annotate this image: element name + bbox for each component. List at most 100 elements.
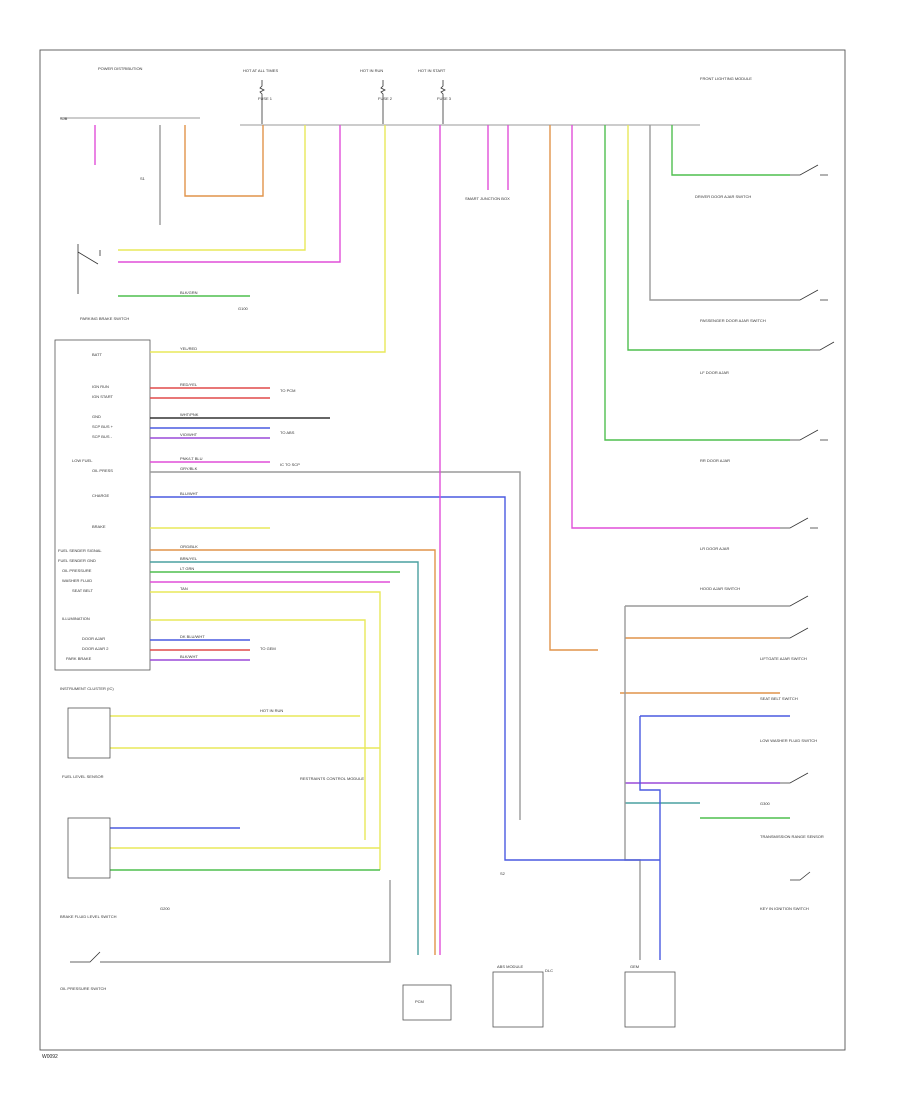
instrument-cluster-box: INSTRUMENT CLUSTER (IC) bbox=[54, 339, 151, 691]
ic-pin-label: SCP BUS + bbox=[92, 424, 114, 429]
ic-pin-label: CHARGE bbox=[92, 493, 109, 498]
right-switches: DRIVER DOOR AJAR SWITCH PASSENGER DOOR A… bbox=[695, 164, 835, 911]
ic-pin-label: FUEL SENDER SIGNAL bbox=[58, 548, 102, 553]
low-washer-label: LOW WASHER FLUID SWITCH bbox=[760, 738, 817, 743]
ground-g1: G100 bbox=[238, 306, 249, 311]
liftgate-ajar-label: LIFTGATE AJAR SWITCH bbox=[760, 656, 807, 661]
splice-s1: S1 bbox=[140, 176, 146, 181]
ic-pin-label: SCP BUS - bbox=[92, 434, 113, 439]
wire-ic-orange bbox=[150, 549, 436, 955]
airbag-label: RESTRAINTS CONTROL MODULE bbox=[300, 776, 364, 781]
fuse-2-label: FUSE 2 bbox=[378, 96, 393, 101]
notes: S1 S2 G100 G200 G300 TO PCM TO ABS TO GE… bbox=[60, 116, 771, 973]
to-gem-note: TO GEM bbox=[260, 646, 276, 651]
oil-pressure-switch: OIL PRESSURE SWITCH bbox=[60, 951, 110, 991]
ic-pin-labels: BATT IGN RUN IGN START GND SCP BUS + SCP… bbox=[58, 352, 114, 661]
wire-code: LT GRN bbox=[180, 566, 194, 571]
hood-ajar-label: HOOD AJAR SWITCH bbox=[700, 586, 740, 591]
footer-ref: W0092 bbox=[42, 1054, 58, 1060]
key-in-ign-label: KEY IN IGNITION SWITCH bbox=[760, 906, 809, 911]
wire-code: YEL/RED bbox=[180, 346, 197, 351]
ic-pin-label: PARK BRAKE bbox=[66, 656, 92, 661]
fuse-1-label: FUSE 1 bbox=[258, 96, 273, 101]
brake-fluid-module: BRAKE FLUID LEVEL SWITCH bbox=[60, 817, 117, 919]
top-fuse-area: POWER DISTRIBUTION HOT AT ALL TIMES HOT … bbox=[60, 66, 752, 126]
wire-lgreen-r bbox=[604, 125, 790, 441]
wire-ic-yellow2 bbox=[150, 591, 381, 870]
wire-code: VIO/WHT bbox=[180, 432, 198, 437]
hot-in-start-label: HOT IN START bbox=[418, 68, 446, 73]
dlc-label: DLC bbox=[545, 968, 553, 973]
wire-code: DK BLU/WHT bbox=[180, 634, 205, 639]
trans-range-label: TRANSMISSION RANGE SENSOR bbox=[760, 834, 824, 839]
ic-pin-label: OIL PRESSURE bbox=[62, 568, 92, 573]
ic-pin-label: FUEL SENDER GND bbox=[58, 558, 96, 563]
wire-code: TAN bbox=[180, 586, 188, 591]
wire-ic-yellow3 bbox=[150, 619, 366, 840]
wire-pink-r bbox=[571, 125, 780, 529]
wire-code: PNK/LT BLU bbox=[180, 456, 203, 461]
wire-orange-r bbox=[549, 125, 598, 651]
wire-code: BLK/GRN bbox=[180, 290, 198, 295]
fuse-3-label: FUSE 3 bbox=[437, 96, 452, 101]
wire-code: GRY/BLK bbox=[180, 466, 198, 471]
wire-code: BLU/WHT bbox=[180, 491, 199, 496]
ic-pin-label: DOOR AJAR bbox=[82, 636, 105, 641]
abs-module: ABS MODULE bbox=[492, 964, 544, 1028]
parking-brake-switch: PARKING BRAKE SWITCH bbox=[77, 244, 129, 321]
hot-at-all-times-label: HOT AT ALL TIMES bbox=[243, 68, 278, 73]
seat-belt-label: SEAT BELT SWITCH bbox=[760, 696, 798, 701]
ic-pin-label: IGN START bbox=[92, 394, 114, 399]
wires bbox=[94, 125, 810, 963]
ic-pin-label: IGN RUN bbox=[92, 384, 109, 389]
wire-code: ORG/BLK bbox=[180, 544, 198, 549]
gem-label: GEM bbox=[630, 964, 639, 969]
hot-in-run-note: HOT IN RUN bbox=[260, 708, 283, 713]
to-abs-note: TO ABS bbox=[280, 430, 295, 435]
pcm-module: PCM bbox=[402, 984, 452, 1021]
ic-pin-label: BRAKE bbox=[92, 524, 106, 529]
sjb-upper-label: SJB bbox=[60, 116, 68, 121]
fuel-sensor-label: FUEL LEVEL SENSOR bbox=[62, 774, 104, 779]
wire-code-labels: YEL/RED RED/YEL BLK/GRN PNK/LT BLU WHT/P… bbox=[180, 290, 205, 659]
wire-magenta-park bbox=[118, 125, 341, 263]
front-lighting-module-label: FRONT LIGHTING MODULE bbox=[700, 76, 752, 81]
hot-in-run-label-1: HOT IN RUN bbox=[360, 68, 383, 73]
wire-yellow-park bbox=[118, 125, 306, 251]
sjb-label: SMART JUNCTION BOX bbox=[465, 196, 510, 201]
wire-ic-blue-long bbox=[150, 496, 506, 820]
ic-pin-label: GND bbox=[92, 414, 101, 419]
wire-yellow-batt bbox=[150, 125, 386, 353]
ic-pin-label: LOW FUEL bbox=[72, 458, 93, 463]
ic-pin-label: DOOR AJAR 2 bbox=[82, 646, 109, 651]
ic-pin-label: SEAT BELT bbox=[72, 588, 93, 593]
driver-door-ajar-label: DRIVER DOOR AJAR SWITCH bbox=[695, 194, 751, 199]
ic-pin-label: WASHER FLUID bbox=[62, 578, 92, 583]
wire-gray-ll bbox=[110, 880, 391, 963]
oil-pressure-label: OIL PRESSURE SWITCH bbox=[60, 986, 106, 991]
wire-green-r2 bbox=[627, 200, 810, 351]
lr-door-ajar-label: LR DOOR AJAR bbox=[700, 546, 729, 551]
pcm-label: PCM bbox=[415, 999, 424, 1004]
pass-door-ajar-label: PASSENGER DOOR AJAR SWITCH bbox=[700, 318, 766, 323]
fuel-level-sensor: FUEL LEVEL SENSOR bbox=[62, 707, 111, 779]
wire-ic-gray2 bbox=[150, 471, 521, 820]
wire-code: BRN/YEL bbox=[180, 556, 198, 561]
lf-door-ajar-label: LF DOOR AJAR bbox=[700, 370, 729, 375]
wire-green-top-r bbox=[671, 125, 790, 176]
gem-module: GEM bbox=[624, 964, 676, 1028]
abs-label: ABS MODULE bbox=[497, 964, 524, 969]
ic-to-scp-note: IC TO SCP bbox=[280, 462, 300, 467]
diagram-border bbox=[39, 49, 846, 1051]
splice-s2: S2 bbox=[500, 871, 506, 876]
wire-code: BLK/WHT bbox=[180, 654, 198, 659]
ic-pin-label: ILLUMINATION bbox=[62, 616, 90, 621]
wire-code: RED/YEL bbox=[180, 382, 198, 387]
wire-blue-lower bbox=[504, 820, 660, 861]
brake-fluid-label: BRAKE FLUID LEVEL SWITCH bbox=[60, 914, 117, 919]
rr-door-ajar-label: RR DOOR AJAR bbox=[700, 458, 730, 463]
instrument-cluster-label: INSTRUMENT CLUSTER (IC) bbox=[60, 686, 114, 691]
wire-code: WHT/PNK bbox=[180, 412, 199, 417]
wire-ic-teal bbox=[150, 561, 419, 955]
